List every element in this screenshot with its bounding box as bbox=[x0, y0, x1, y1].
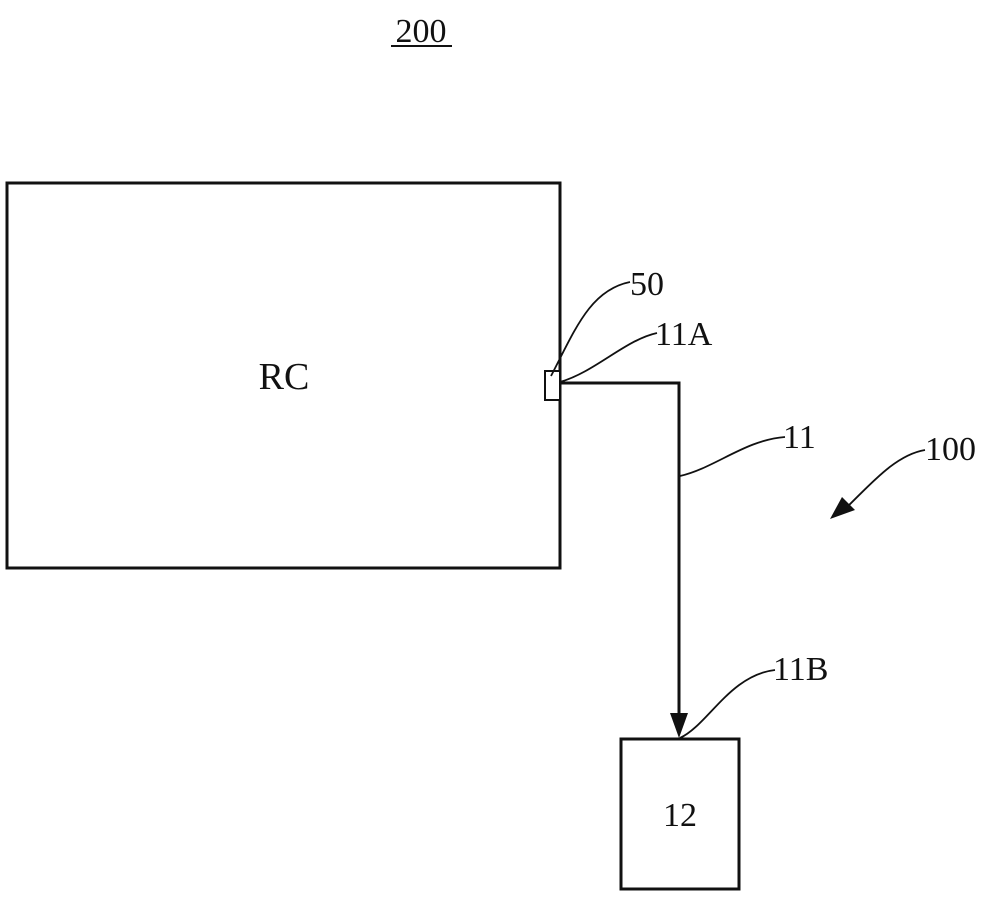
connector-50 bbox=[544, 370, 561, 401]
ref-label-11: 11 bbox=[783, 419, 816, 456]
leader-11b bbox=[679, 669, 776, 739]
figure-number: 200 bbox=[396, 13, 447, 50]
ref-label-11b: 11B bbox=[773, 651, 828, 688]
unit-12-block bbox=[619, 737, 741, 891]
unit-12-label: 12 bbox=[663, 797, 697, 834]
ref-label-11a: 11A bbox=[655, 316, 713, 353]
leader-100 bbox=[845, 449, 926, 509]
leader-50 bbox=[550, 281, 631, 377]
leader-11a bbox=[559, 332, 658, 383]
rc-block-label: RC bbox=[259, 356, 310, 398]
ref-label-100: 100 bbox=[925, 431, 976, 468]
leader-11 bbox=[679, 436, 786, 477]
leader-100-arrowhead bbox=[830, 497, 855, 519]
ref-label-50: 50 bbox=[630, 266, 664, 303]
line-11-arrowhead bbox=[670, 713, 688, 738]
line-11 bbox=[560, 381, 681, 718]
